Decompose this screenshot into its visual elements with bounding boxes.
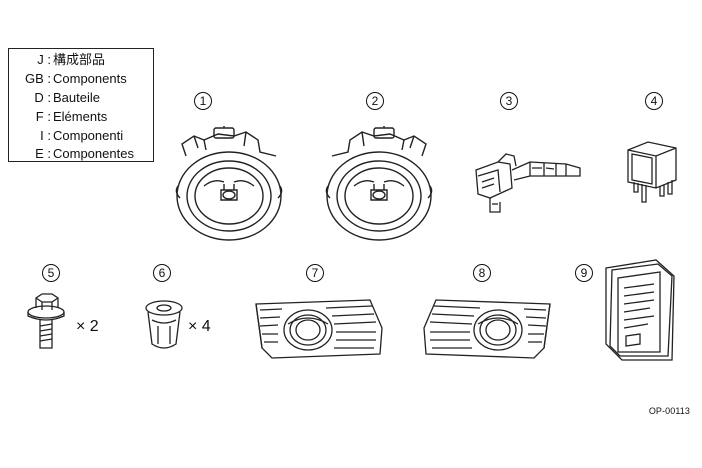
component-legend: J : 構成部品 GB : Components D : Bauteile F … bbox=[8, 48, 154, 162]
clip-nut-quantity: × 4 bbox=[188, 318, 211, 335]
part-number-1: 1 bbox=[194, 92, 212, 110]
fog-lamp-left-icon bbox=[175, 126, 283, 241]
fog-lamp-right-icon bbox=[325, 126, 433, 241]
legend-code: I : bbox=[40, 128, 51, 143]
legend-text: Components bbox=[53, 71, 127, 86]
legend-code: E : bbox=[35, 146, 51, 161]
relay-icon bbox=[627, 141, 677, 203]
bolt-icon bbox=[27, 293, 65, 349]
legend-text: Componentes bbox=[53, 146, 134, 161]
switch-lever-icon bbox=[475, 153, 581, 213]
legend-code: J : bbox=[37, 52, 51, 67]
part-number-5: 5 bbox=[42, 264, 60, 282]
part-number-6: 6 bbox=[153, 264, 171, 282]
part-number-4: 4 bbox=[645, 92, 663, 110]
drawing-code: OP-00113 bbox=[648, 406, 690, 416]
legend-code: F : bbox=[35, 109, 51, 124]
legend-row-gb: GB : Components bbox=[9, 70, 155, 88]
legend-row-i: I : Componenti bbox=[9, 127, 155, 145]
grille-left-icon bbox=[255, 299, 383, 359]
legend-row-d: D : Bauteile bbox=[9, 89, 155, 107]
legend-text: Componenti bbox=[53, 128, 124, 143]
legend-code: GB : bbox=[24, 71, 51, 86]
legend-text: 構成部品 bbox=[53, 52, 106, 67]
legend-row-j: J : 構成部品 bbox=[9, 51, 155, 69]
legend-code: D : bbox=[34, 90, 51, 105]
part-number-3: 3 bbox=[500, 92, 518, 110]
bolt-quantity: × 2 bbox=[76, 318, 99, 335]
clip-nut-icon bbox=[145, 300, 183, 349]
legend-text: Eléments bbox=[53, 109, 108, 124]
legend-text: Bauteile bbox=[53, 90, 100, 105]
instruction-manual-icon bbox=[605, 259, 675, 361]
part-number-9: 9 bbox=[575, 264, 593, 282]
part-number-8: 8 bbox=[473, 264, 491, 282]
part-number-7: 7 bbox=[306, 264, 324, 282]
legend-row-f: F : Eléments bbox=[9, 108, 155, 126]
part-number-2: 2 bbox=[366, 92, 384, 110]
grille-right-icon bbox=[423, 299, 551, 359]
legend-row-e: E : Componentes bbox=[9, 145, 155, 163]
